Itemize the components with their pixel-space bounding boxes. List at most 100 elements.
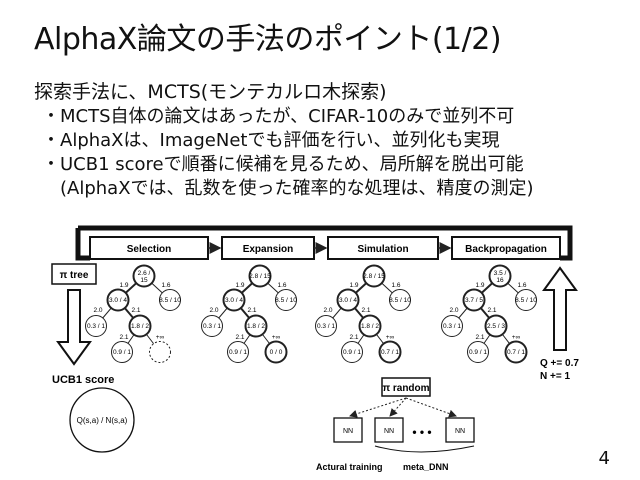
edge-score: 2.1 [247,307,256,314]
update-q: Q += 0.7 [540,358,579,369]
ucb1-label: UCB1 score [52,374,114,386]
node-value: 0.9 / 1 [113,349,131,356]
node-value: 8.5 / 10 [159,297,181,304]
lead-text: 探索手法に、MCTS(モンテカルロ木探索) [34,81,387,103]
nn-box-label: NN [343,428,353,435]
nn-row: NN NN • • • NN Actural training meta_DNN [316,397,475,472]
edge-score: 2.1 [487,307,496,314]
node-value: 0.7 / 1 [381,349,399,356]
edge-score: 1.6 [277,282,286,289]
bullet-list: 探索手法に、MCTS(モンテカルロ木探索) ・MCTS自体の論文はあったが、CI… [34,80,534,201]
tree-node [389,289,411,311]
node-value: 2.8 / 15 [249,273,271,280]
edge-score: 2.1 [131,307,140,314]
phase-selection: Selection [89,236,209,260]
edge-score: 2.1 [235,334,244,341]
pi-random-label: π random [381,377,431,397]
tree-node [462,288,486,312]
phase-label: Expansion [243,244,294,255]
tree-node [227,341,249,363]
tree-node [128,314,152,338]
node-value: 8.5 / 10 [515,297,537,304]
edge-score: 1.6 [517,282,526,289]
tree-node [484,314,508,338]
node-value: 0.3 / 1 [203,323,221,330]
phase-label: Selection [127,244,171,255]
edge-score: 2.1 [475,334,484,341]
page-number: 4 [598,448,610,469]
down-arrow-icon [56,289,92,366]
bullet-item: ・AlphaXは、ImageNetでも評価を行い、並列化も実現 [42,130,500,151]
node-value: 0.9 / 1 [343,349,361,356]
ucb1-circle [69,387,135,453]
node-value: 0.3 / 1 [317,323,335,330]
node-value: 1.8 / 2 [131,323,149,330]
node-value: 16 [496,277,504,284]
meta-dnn-label: meta_DNN [403,462,449,472]
svg-text:π tree: π tree [60,270,89,281]
nn-box-label: NN [384,428,394,435]
ucb1-formula: Q(s,a) / N(s,a) [77,416,128,425]
edge-score: 2.0 [323,307,332,314]
node-value: 0.9 / 1 [469,349,487,356]
tree-node [264,340,288,364]
nn-box [333,417,363,443]
node-value: 3.5 / [494,270,507,277]
node-value: 1.8 / 2 [361,323,379,330]
nn-box-label: NN [455,428,465,435]
edge-score: +∞ [272,334,281,341]
tree-node [106,288,130,312]
phase-expansion: Expansion [221,236,315,260]
node-value: 3.0 / 4 [339,297,357,304]
edge-score: 2.0 [209,307,218,314]
tree-node [159,289,181,311]
node-value: 2.5 / 3 [487,323,505,330]
tree-node [85,315,107,337]
up-arrow-icon [542,266,578,351]
tree-node [362,264,386,288]
node-value: 1.8 / 2 [247,323,265,330]
node-value: 3.0 / 4 [109,297,127,304]
edge-score: +∞ [512,334,521,341]
node-value: 0.7 / 1 [507,349,525,356]
update-n: N += 1 [540,371,570,382]
node-value: 2.6 / [138,270,151,277]
edge-score: 1.6 [161,282,170,289]
tree-node [441,315,463,337]
node-value: 2.8 / 15 [363,273,385,280]
nn-box [445,417,475,443]
tree-node [244,314,268,338]
tree-node [248,264,272,288]
tree-node [488,264,512,288]
tree-node [149,341,171,363]
node-value: 8.5 / 10 [275,297,297,304]
edge-score: 2.1 [349,334,358,341]
actual-training-label: Actural training [316,462,383,472]
edge-score: 1.9 [235,282,244,289]
tree-node [378,340,402,364]
tree-node [132,264,156,288]
bullet-item: ・UCB1 scoreで順番に候補を見るため、局所解を脱出可能 [42,154,524,175]
phase-label: Backpropagation [465,244,547,255]
edge-score: 1.9 [349,282,358,289]
node-value: 0.3 / 1 [443,323,461,330]
tree-node [111,341,133,363]
edge-score: 1.6 [391,282,400,289]
pi-tree-label: π tree [51,263,97,285]
phase-simulation: Simulation [327,236,439,260]
node-value: 3.0 / 4 [225,297,243,304]
edge-score: 1.9 [119,282,128,289]
tree-node [315,315,337,337]
tree-node [201,315,223,337]
edge-score: 1.9 [475,282,484,289]
tree-node [275,289,297,311]
nn-box [374,417,404,443]
tree-node [467,341,489,363]
node-value: 8.5 / 10 [389,297,411,304]
tree-node [515,289,537,311]
phase-backpropagation: Backpropagation [451,236,561,260]
tree-node [336,288,360,312]
node-value: 0.3 / 1 [87,323,105,330]
